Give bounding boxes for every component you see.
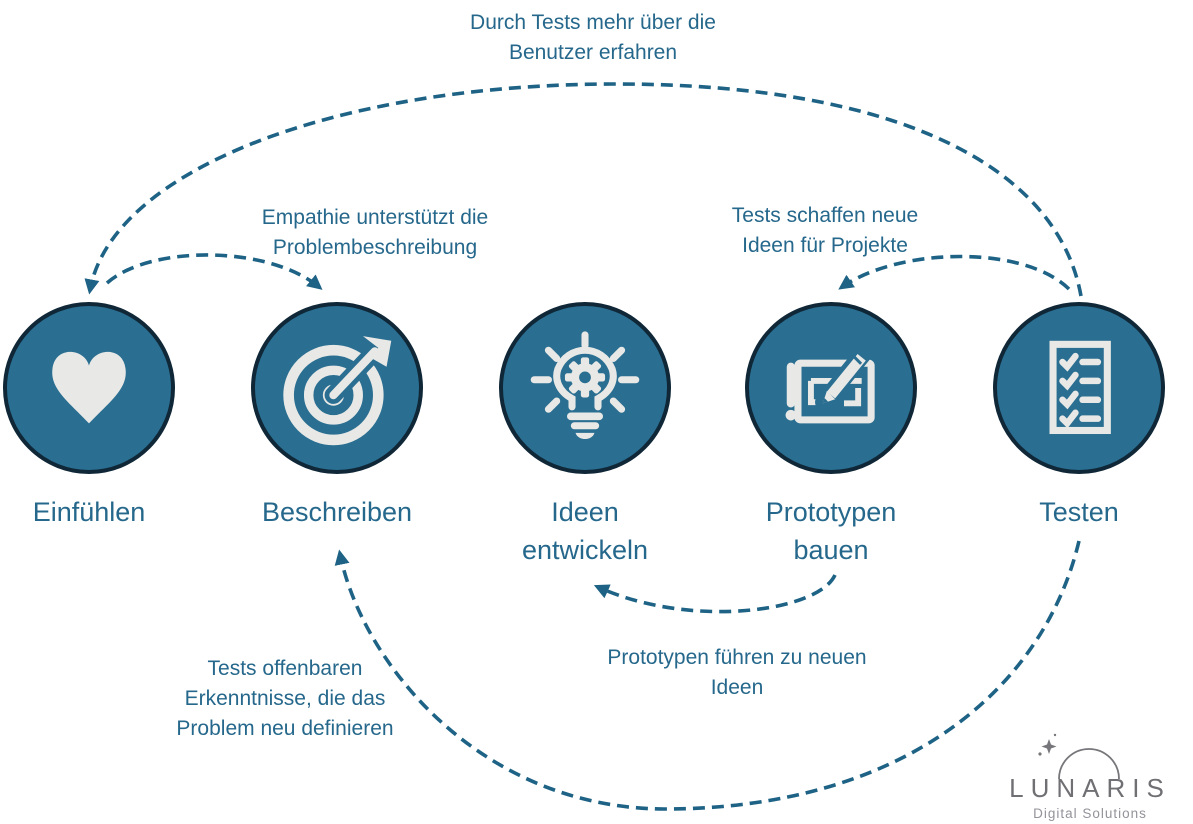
stage-prototype: Prototypen bauen (716, 302, 946, 569)
arrow-prototype-to-ideate (593, 574, 837, 614)
stage-ideate: Ideen entwickeln (470, 302, 700, 569)
stage-label-ideate: Ideen entwickeln (521, 497, 649, 565)
stage-define: Beschreiben (222, 302, 452, 531)
annotation-prototypes-lead-ideas: Prototypen führen zu neuen Ideen (607, 646, 867, 699)
stage-label-test: Testen (1039, 497, 1119, 527)
moon-stars-icon (1038, 733, 1120, 780)
arrow-tests-to-empathize (84, 82, 1083, 297)
annotation-tests-redefine-problem: Tests offenbaren Erkenntnisse, die das P… (176, 657, 394, 740)
annotation-tests-users: Durch Tests mehr über die Benutzer erfah… (470, 11, 716, 64)
stage-circle-test (993, 302, 1165, 474)
blueprint-pencil-icon (785, 343, 875, 424)
stage-circle-ideate (499, 302, 671, 474)
checklist-icon (1049, 340, 1111, 435)
stage-label-define: Beschreiben (261, 497, 413, 527)
logo-name: LUNARIS (1009, 773, 1171, 803)
stage-empathize: Einfühlen (0, 302, 204, 531)
arrow-empathize-to-define (105, 253, 323, 290)
stage-test: Testen (964, 302, 1193, 531)
stage-label-prototype: Prototypen bauen (765, 497, 897, 565)
heart-icon (52, 351, 126, 424)
arrow-test-to-define (334, 540, 1081, 811)
lightbulb-gear-icon (530, 331, 640, 440)
target-icon (283, 336, 392, 446)
logo-tagline: Digital Solutions (1033, 806, 1147, 821)
stage-circle-empathize (3, 302, 175, 474)
annotation-empathy-supports: Empathie unterstützt die Problembeschrei… (261, 206, 489, 259)
stage-circle-define (251, 302, 423, 474)
stage-circle-prototype (745, 302, 917, 474)
arrow-test-to-prototype (838, 254, 1071, 291)
stage-label-empathize: Einfühlen (32, 497, 146, 527)
lunaris-logo: LUNARIS Digital Solutions (1000, 731, 1180, 821)
annotation-tests-new-ideas: Tests schaffen neue Ideen für Projekte (731, 204, 919, 257)
